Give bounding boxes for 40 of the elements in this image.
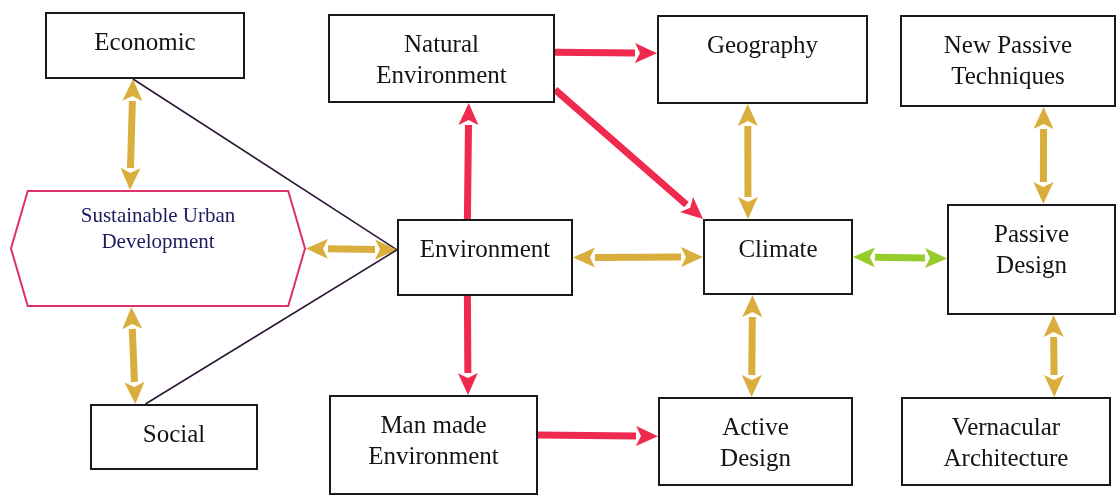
node-text: Environment: [419, 234, 551, 264]
process-box: [90, 404, 258, 470]
process-box: [657, 15, 868, 104]
node-text: Passive Design: [993, 219, 1070, 281]
node-text: Active Design: [719, 412, 792, 474]
process-box: [947, 204, 1116, 315]
arrow: [552, 87, 703, 219]
hexagon-node: [10, 190, 306, 307]
node-text: Climate: [738, 234, 818, 264]
process-box: [901, 397, 1111, 486]
arrow: [537, 425, 658, 446]
connector-line: [144, 249, 398, 405]
arrow: [573, 247, 703, 268]
process-box: [328, 14, 555, 103]
process-box: [397, 219, 573, 296]
process-box: [329, 395, 538, 495]
arrow: [120, 79, 143, 190]
arrow: [458, 103, 479, 220]
arrow: [306, 238, 397, 260]
arrow: [1033, 107, 1054, 204]
connector-line: [132, 78, 398, 251]
arrow: [853, 247, 947, 269]
arrow: [457, 295, 478, 395]
process-box: [703, 219, 853, 295]
node-text: Natural Environment: [375, 29, 508, 91]
node-text: Geography: [706, 30, 819, 60]
node-text: Vernacular Architecture: [942, 412, 1070, 474]
arrow: [741, 295, 763, 397]
process-box: [900, 15, 1116, 107]
node-text: New Passive Techniques: [942, 30, 1074, 92]
arrow: [554, 43, 657, 64]
process-box: [45, 12, 245, 79]
node-text: Social: [142, 419, 206, 449]
node-text: Man made Environment: [367, 410, 500, 472]
arrow: [1043, 315, 1065, 397]
arrow: [737, 104, 758, 219]
node-text: Economic: [94, 27, 196, 57]
arrow: [122, 307, 145, 404]
process-box: [658, 397, 853, 486]
node-text: Sustainable Urban Development: [79, 202, 237, 255]
